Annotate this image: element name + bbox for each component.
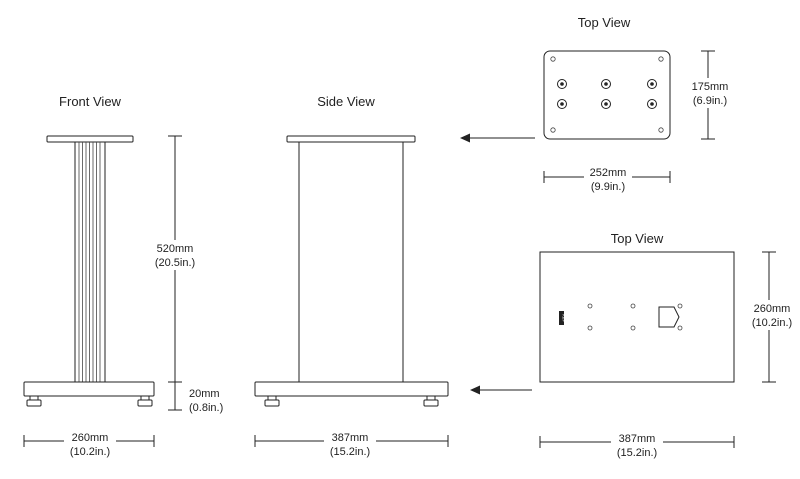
- arrow-to-side-view: [460, 133, 535, 143]
- base-thickness-mm-label: 20mm: [189, 388, 220, 400]
- plate-mounting-bolts: [557, 79, 657, 109]
- side-width-mm-label: 387mm: [332, 432, 369, 444]
- cable-port-outline: [658, 306, 680, 328]
- base-thickness-in-label: (0.8in.): [189, 402, 223, 414]
- kef-logo: KEF: [559, 311, 567, 325]
- base-depth-mm-label: 260mm: [754, 303, 791, 315]
- base-depth-in-label: (10.2in.): [752, 317, 792, 329]
- plate-width-mm-label: 252mm: [590, 167, 627, 179]
- side-view-drawing: [254, 135, 449, 407]
- front-view-title: Front View: [59, 94, 122, 109]
- height-mm-label: 520mm: [157, 243, 194, 255]
- kef-logo-text: KEF: [562, 314, 567, 322]
- height-in-label: (20.5in.): [155, 257, 195, 269]
- plate-depth-mm-label: 175mm: [692, 81, 729, 93]
- plate-depth-in-label: (6.9in.): [693, 95, 727, 107]
- top-plate-view-title: Top View: [578, 15, 631, 30]
- plate-width-in-label: (9.9in.): [591, 181, 625, 193]
- top-base-view-title: Top View: [611, 231, 664, 246]
- front-column-flutes: [78, 142, 101, 382]
- top-plate-drawing: [543, 50, 671, 140]
- front-width-in-label: (10.2in.): [70, 446, 110, 458]
- side-view-title: Side View: [317, 94, 375, 109]
- base-mounting-holes: [587, 303, 683, 331]
- front-view-drawing: [23, 135, 155, 407]
- side-width-in-label: (15.2in.): [330, 446, 370, 458]
- front-width-mm-label: 260mm: [72, 432, 109, 444]
- top-base-drawing: KEF: [539, 251, 735, 383]
- plate-corner-holes: [550, 56, 664, 133]
- base-thickness-dimension-line: [168, 382, 182, 411]
- base-width-mm-label: 387mm: [619, 433, 656, 445]
- base-width-in-label: (15.2in.): [617, 447, 657, 459]
- arrow-to-side-view-base: [470, 385, 532, 395]
